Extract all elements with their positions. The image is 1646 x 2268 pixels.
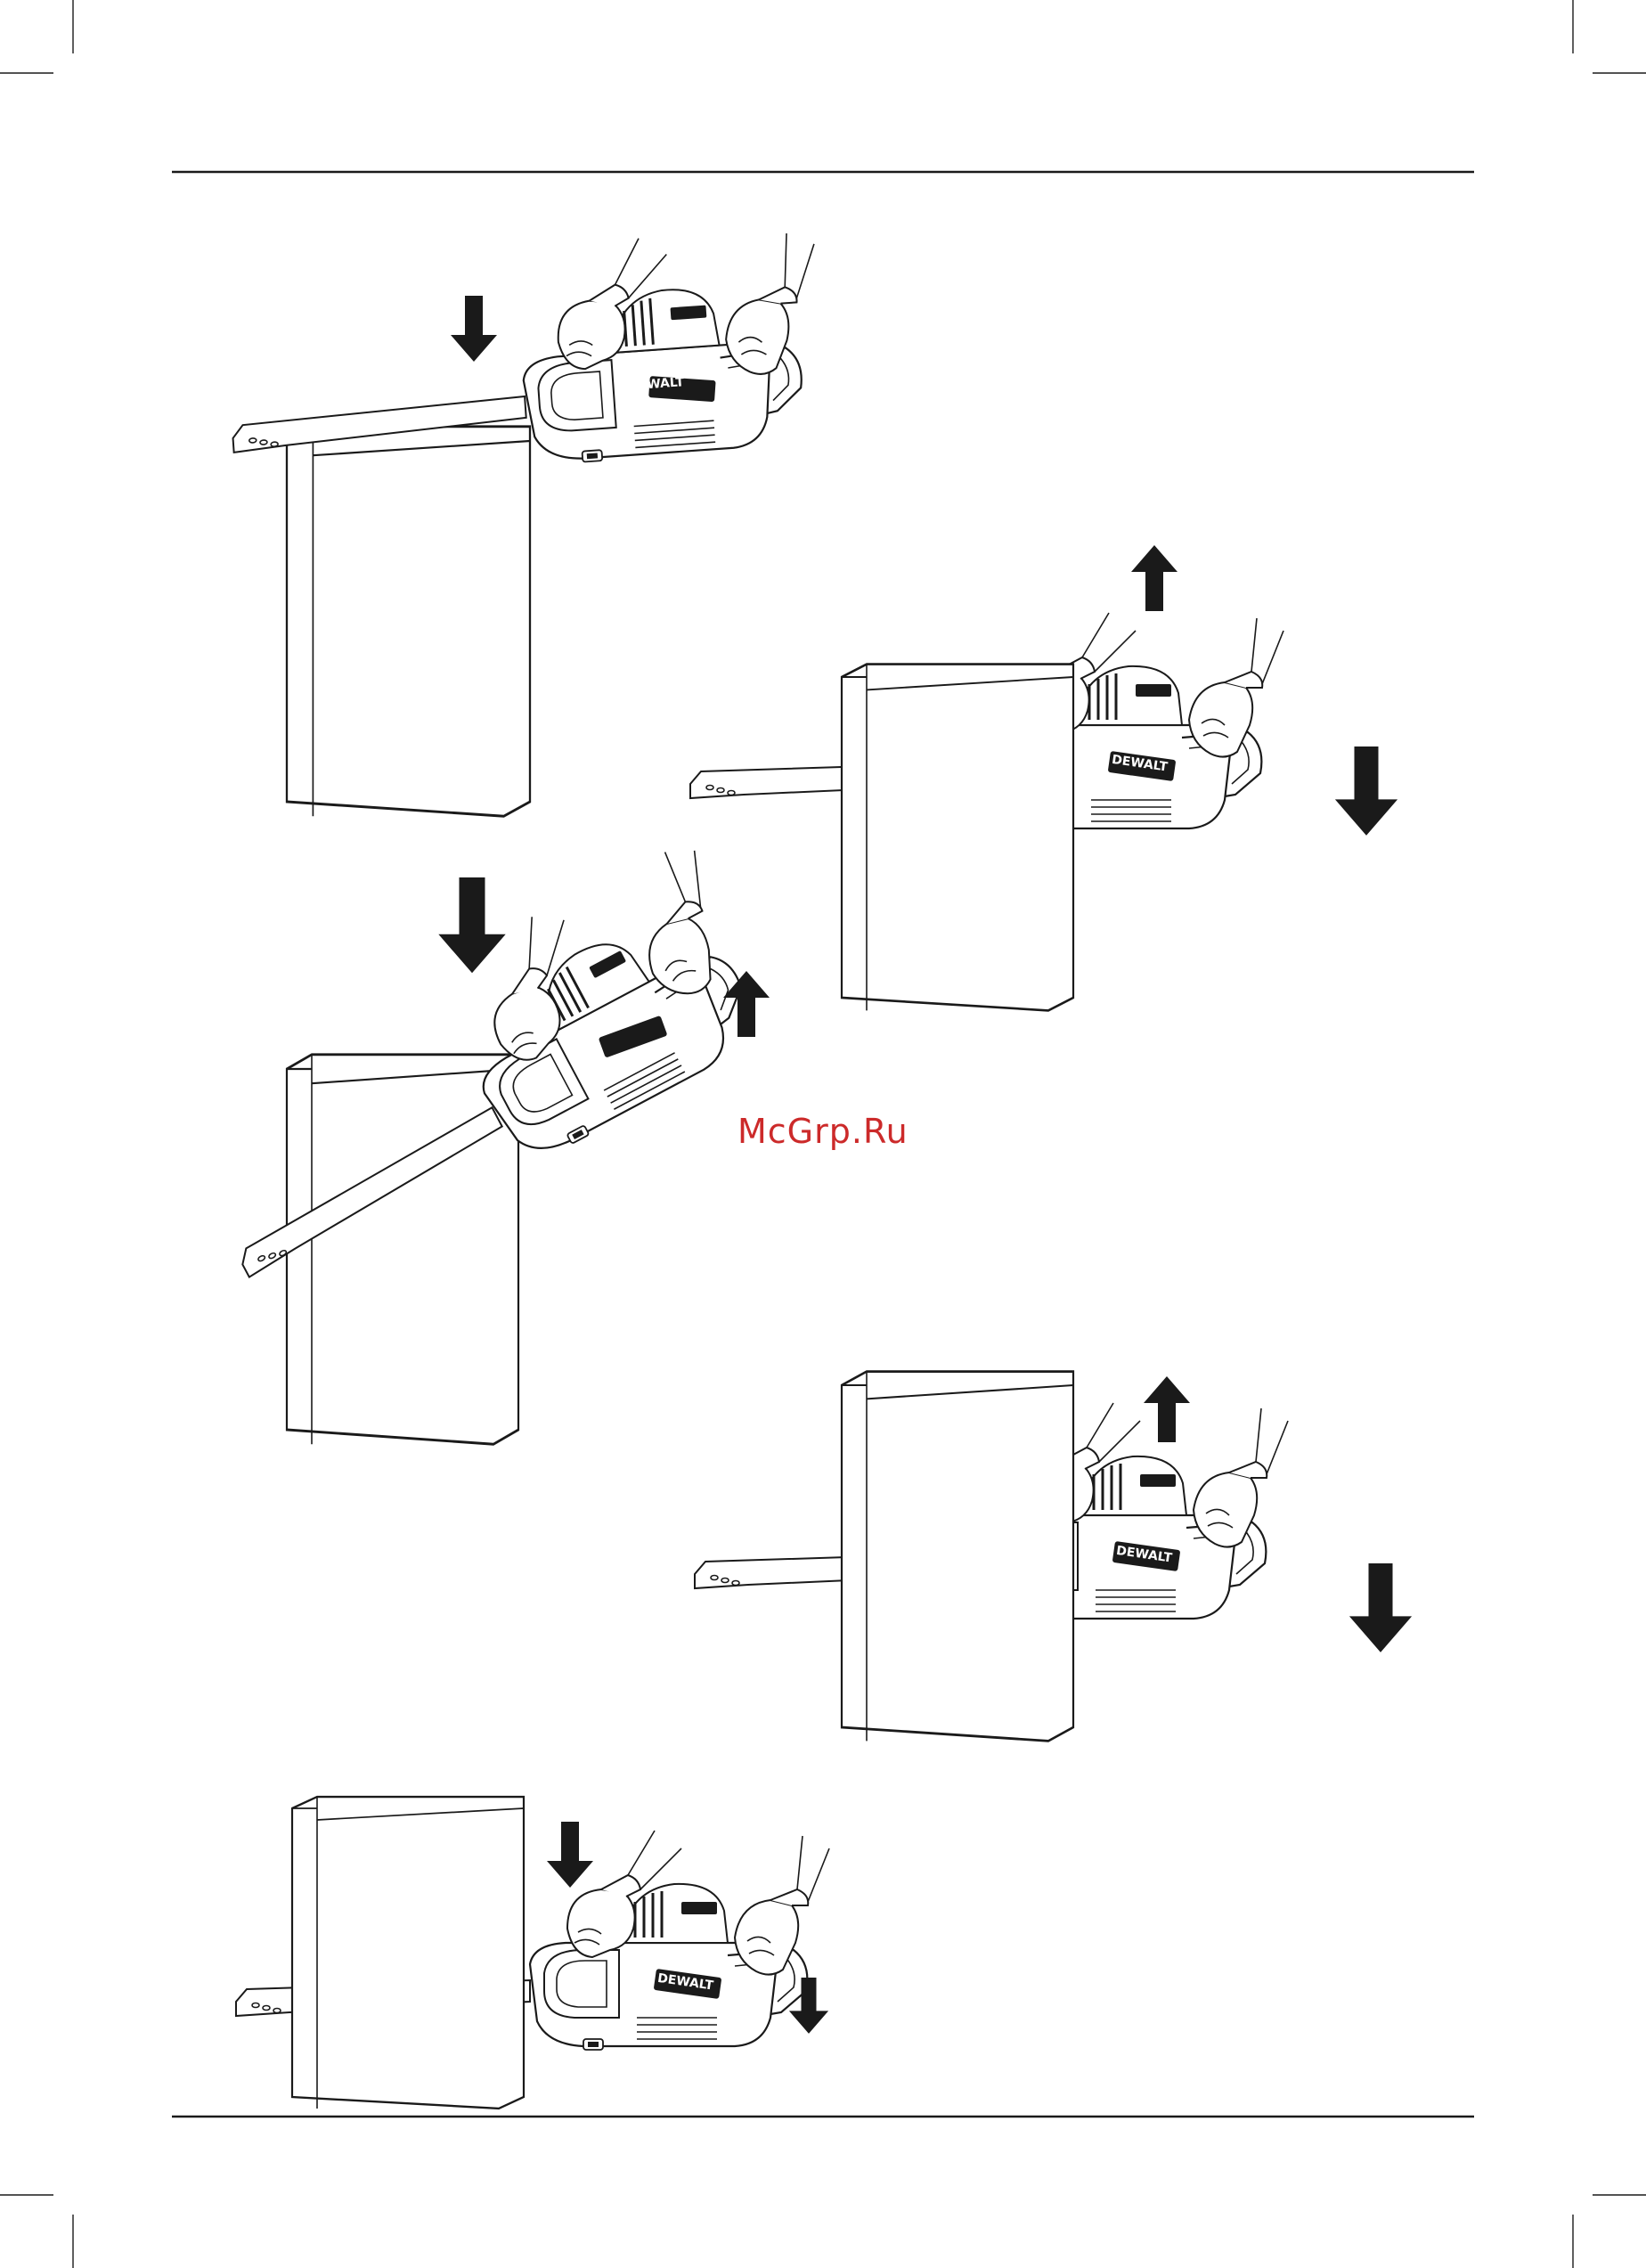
figure-5 — [236, 1797, 829, 2109]
figure-1 — [221, 226, 828, 816]
arrow-down-icon — [451, 296, 497, 362]
arrow-up-icon — [1144, 1376, 1190, 1442]
arrow-up-icon — [1131, 545, 1177, 611]
figure-3 — [162, 835, 789, 1444]
arrow-down-icon — [1335, 746, 1397, 836]
brand-logos: DEWALT DEWALT DEWALT DEWALT DEWALT — [596, 375, 1173, 1993]
arrow-down-icon — [1349, 1563, 1412, 1652]
watermark: McGrp.Ru — [737, 1112, 909, 1151]
arrow-up-icon — [723, 971, 770, 1037]
arrow-down-icon — [438, 877, 505, 973]
figure-4 — [695, 1372, 1412, 1742]
arrow-down-icon — [789, 1978, 828, 2034]
figure-2 — [690, 545, 1397, 1010]
arrow-down-icon — [547, 1822, 593, 1888]
